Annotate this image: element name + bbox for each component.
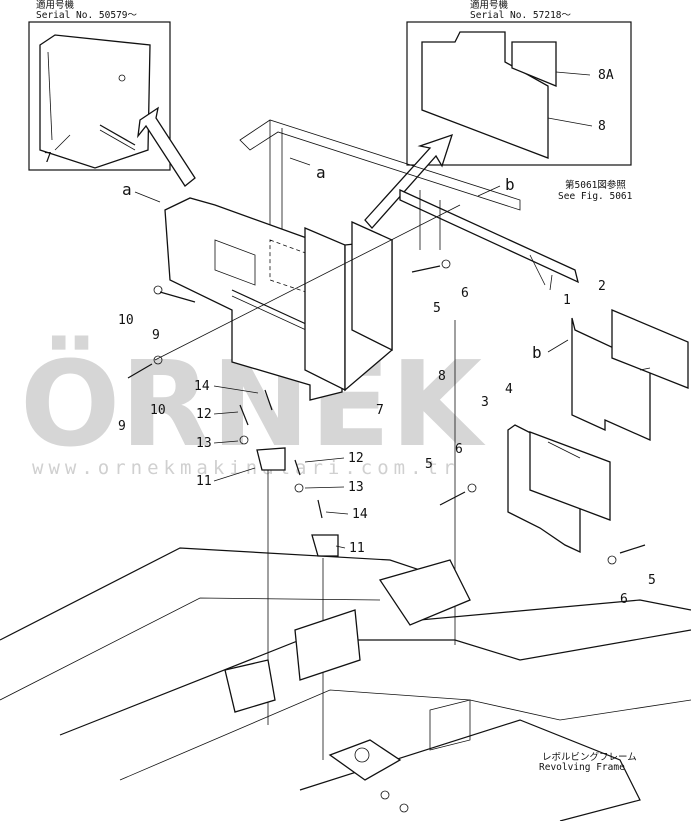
callout-6b: 6	[455, 442, 463, 457]
callout-6c: 6	[620, 592, 628, 607]
panels-3-4	[507, 424, 611, 554]
callout-13a: 13	[196, 436, 212, 451]
callout-9a: 9	[152, 328, 160, 343]
callout-7: 7	[376, 403, 384, 418]
callout-10a: 10	[118, 313, 134, 328]
frame-label-en: Revolving Frame	[539, 762, 625, 773]
inset-right	[406, 21, 632, 166]
callout-12a: 12	[196, 407, 212, 422]
callout-5c: 5	[648, 573, 656, 588]
callout-14a: 14	[194, 379, 210, 394]
callout-13b: 13	[348, 480, 364, 495]
callout-9b: 9	[118, 419, 126, 434]
callout-b-right: b	[532, 343, 542, 362]
inset-right-part-8a: 8A	[598, 68, 614, 83]
revolving-frame	[0, 547, 691, 821]
inset-right-title: 適用号機	[470, 0, 509, 11]
callout-11b: 11	[349, 541, 365, 556]
inset-left-title: 適用号機	[36, 0, 75, 11]
callout-8: 8	[438, 369, 446, 384]
panel-8-blocks	[304, 220, 393, 392]
callout-3: 3	[481, 395, 489, 410]
panel-7-assembly	[164, 197, 343, 401]
callout-12b: 12	[348, 451, 364, 466]
callout-11a: 11	[196, 474, 212, 489]
callout-2: 2	[598, 279, 606, 294]
watermark-url: www.ornekmakinalari.com.tr	[32, 457, 459, 479]
inset-left	[28, 21, 171, 171]
inset-right-part-8: 8	[598, 119, 606, 134]
frame-label-jp: レボルビングフレーム	[542, 751, 637, 763]
callout-5b: 5	[425, 457, 433, 472]
pointer-arrows	[137, 106, 454, 229]
callout-a-top: a	[316, 163, 326, 182]
callout-b-top: b	[505, 175, 515, 194]
callout-6a: 6	[461, 286, 469, 301]
callout-1: 1	[563, 293, 571, 308]
callout-4: 4	[505, 382, 513, 397]
inset-left-serial: Serial No. 50579～	[36, 10, 138, 21]
see-fig-jp: 第5061図参照	[565, 179, 626, 191]
callout-10b: 10	[150, 403, 166, 418]
callout-5a: 5	[433, 301, 441, 316]
panels-1-2	[571, 309, 689, 442]
callout-14b: 14	[352, 507, 368, 522]
inset-left-part-7: 7	[44, 151, 52, 166]
callout-a-mid: a	[122, 180, 132, 199]
fasteners	[127, 259, 646, 565]
see-fig-en: See Fig. 5061	[558, 191, 633, 202]
inset-right-serial: Serial No. 57218～	[470, 10, 572, 21]
